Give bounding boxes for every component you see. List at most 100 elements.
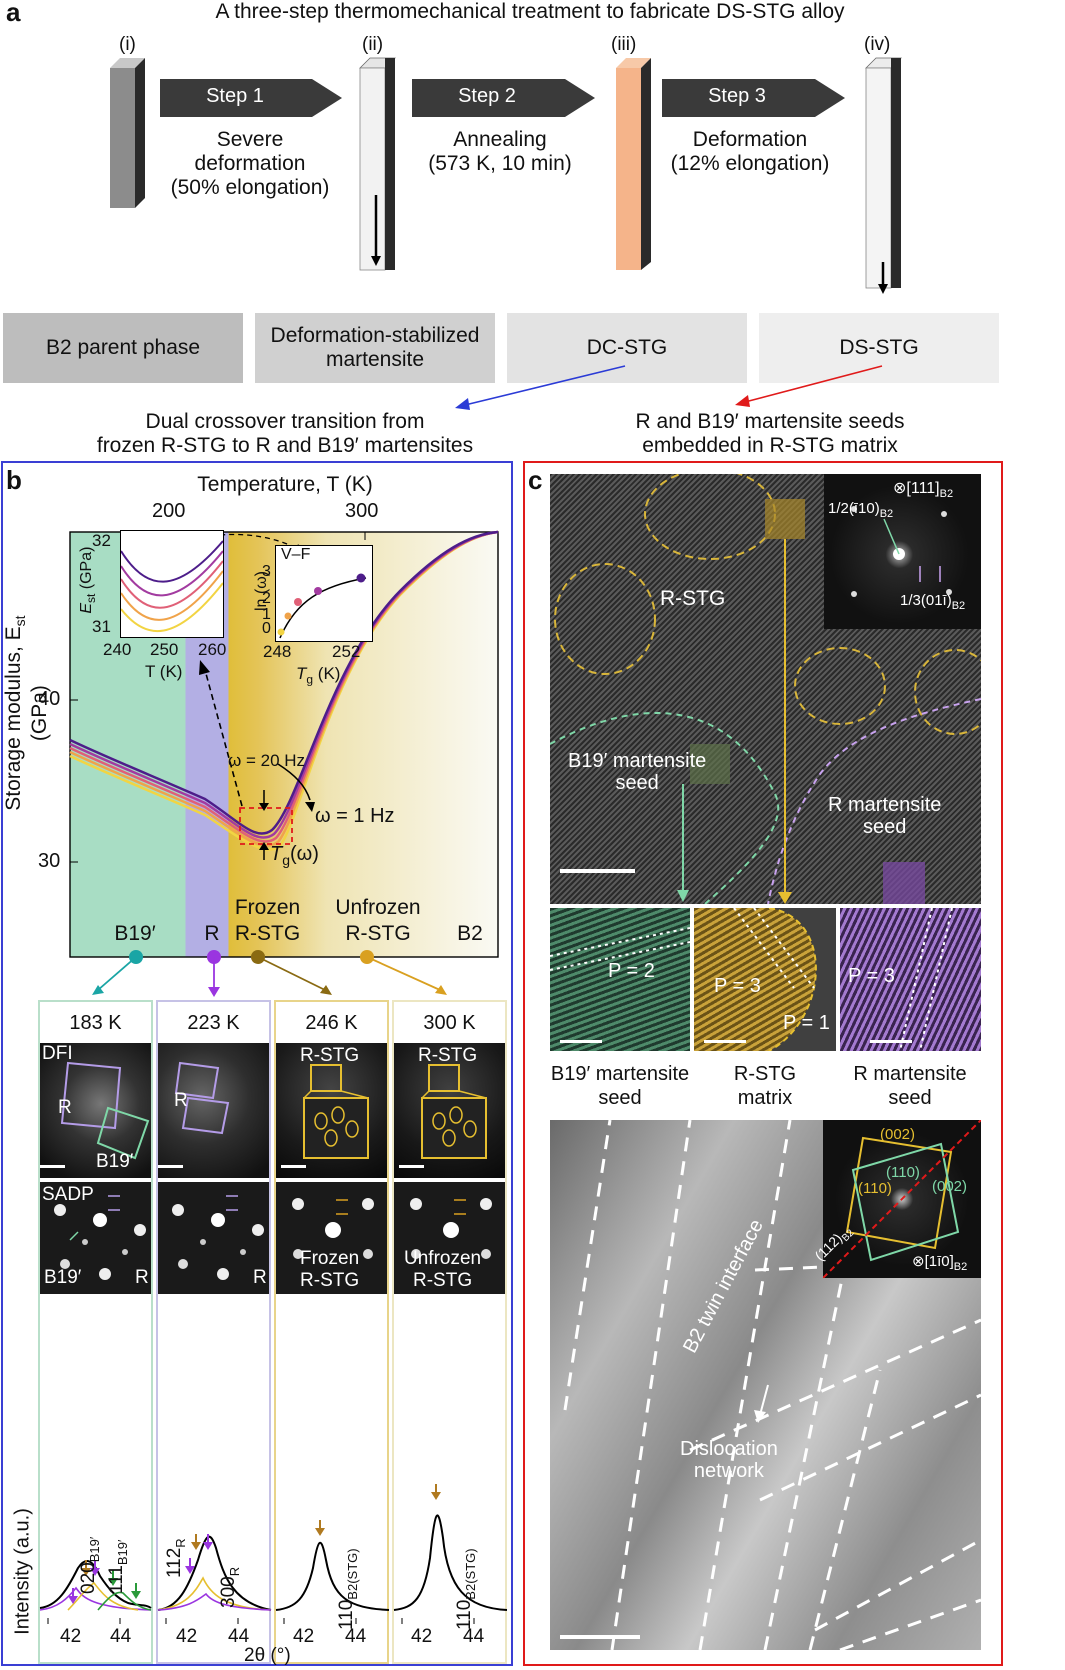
zoom-rstg-matrix xyxy=(694,908,836,1051)
xrd-peak-300: 300R xyxy=(218,1566,242,1608)
inset-1-xlabel: T (K) xyxy=(145,662,183,681)
fft2-zone-axis: ⊗[1ī0]B2 xyxy=(912,1253,968,1273)
temp-183: 183 K xyxy=(69,1012,122,1034)
phase-ds-stg: DS-STG xyxy=(759,313,999,383)
stage-i-label: (i) xyxy=(119,34,136,55)
xrd-xtick-42-b: 42 xyxy=(176,1626,198,1647)
col-223-frame xyxy=(156,1000,271,1664)
zoom-r-seed xyxy=(840,908,981,1051)
p-value-matrix: P = 1 xyxy=(783,1012,830,1034)
xrd-xtick-44-c: 44 xyxy=(345,1626,367,1647)
dfi-246-rstg-label: R-STG xyxy=(300,1045,360,1066)
xrd-peak-110-246: 110B2(STG) xyxy=(336,1548,360,1630)
xrd-300 xyxy=(393,1484,508,1611)
xrd-xtick-42-d: 42 xyxy=(411,1626,433,1647)
dfi-300-rstg-label: R-STG xyxy=(418,1045,478,1066)
xrd-peak-112: 112R xyxy=(164,1538,188,1578)
region-b19-label: B19′ xyxy=(114,922,156,945)
inset-2-xlabel: Tg (K) xyxy=(296,664,341,687)
inset-2-ytick-2: 2 xyxy=(262,590,271,607)
inset-2-points xyxy=(277,573,367,639)
y-axis-label: Storage modulus, Est (GPa) xyxy=(1,615,52,811)
panel-a-letter: a xyxy=(6,0,21,27)
inset-1-ytick-32: 32 xyxy=(92,531,111,550)
inset-1-ylabel: Est (GPa) xyxy=(77,546,99,614)
dfi-223-r-label: R xyxy=(174,1090,188,1111)
dfi-image-223 xyxy=(158,1043,269,1178)
xrd-ylabel: Intensity (a.u.) xyxy=(11,1508,34,1635)
sadp-223-r-label: R xyxy=(253,1267,267,1288)
temp-223: 223 K xyxy=(187,1012,240,1034)
dfi-image-300 xyxy=(394,1043,505,1178)
step-2-arrow xyxy=(412,79,595,117)
inset-2-ytick-0: 0 xyxy=(262,620,271,637)
xrd-183 xyxy=(39,1560,152,1611)
p-value-b19: P = 2 xyxy=(608,960,655,982)
top-axis-label: Temperature, T (K) xyxy=(197,473,373,496)
tg-label: Tg(ω) xyxy=(270,843,319,868)
hrtem-rstg-label: R-STG xyxy=(660,587,726,610)
fft2-002-a: (002) xyxy=(880,1126,916,1143)
step-3-arrow xyxy=(662,79,845,117)
step-1-label: Step 1 xyxy=(206,85,264,107)
caption-right: R and B19′ martensite seeds embedded in … xyxy=(635,410,905,457)
phase-b2-parent: B2 parent phase xyxy=(3,313,243,383)
fft2-002-b: (002) xyxy=(932,1178,968,1195)
region-r-label: R xyxy=(204,922,220,945)
step-3-description: Deformation (12% elongation) xyxy=(670,128,830,175)
y-tick-30: 30 xyxy=(38,850,61,872)
sadp-b19-label: B19′ xyxy=(44,1267,82,1288)
temperature-markers xyxy=(92,950,447,997)
temp-300: 300 K xyxy=(423,1012,476,1034)
connector-arrows xyxy=(455,365,883,410)
specimen-i xyxy=(110,58,145,208)
fft-inset-1 xyxy=(824,474,981,629)
omega-1-label: ω = 1 Hz xyxy=(315,805,395,827)
omega-20-label: ω = 20 Hz xyxy=(228,751,306,770)
inset-1-ytick-31: 31 xyxy=(92,617,111,636)
stage-iv-label: (iv) xyxy=(864,34,891,55)
xrd-246 xyxy=(275,1520,390,1611)
sadp-r-label: R xyxy=(135,1267,149,1288)
step-2-description: Annealing (573 K, 10 min) xyxy=(428,128,572,175)
inset-modulus-zoom xyxy=(120,530,224,638)
inset-1-xtick-240: 240 xyxy=(103,640,132,659)
xrd-xtick-44-b: 44 xyxy=(228,1626,250,1647)
dfi-r-label: R xyxy=(58,1097,72,1118)
step-1-arrow xyxy=(160,79,342,117)
step-1-description: Severe deformation (50% elongation) xyxy=(170,128,330,199)
specimen-iii xyxy=(616,58,651,270)
col-300-frame xyxy=(392,1000,507,1664)
caption-left: Dual crossover transition from frozen R-… xyxy=(96,410,474,457)
xrd-xtick-42-c: 42 xyxy=(293,1626,315,1647)
xrd-peak-111: 111B19′ xyxy=(106,1539,130,1594)
xrd-xtick-42-a: 42 xyxy=(60,1626,82,1647)
dfi-image-183 xyxy=(40,1043,151,1178)
p-value-r: P = 3 xyxy=(848,965,895,987)
sadp-image-246 xyxy=(276,1182,387,1294)
fft-spot-1: 1/2(ī10)B2 xyxy=(828,500,894,520)
fft2-110-a: (110) xyxy=(886,1164,920,1181)
panel-c-frame xyxy=(523,461,1003,1666)
region-b2-label: B2 xyxy=(457,922,483,945)
col-183-frame xyxy=(38,1000,153,1664)
top-tick-200: 200 xyxy=(152,500,186,522)
xrd-xtick-44-a: 44 xyxy=(110,1626,132,1647)
xrd-peak-110-300: 110B2(STG) xyxy=(454,1548,478,1630)
inset-2-ytick-3: 3 xyxy=(262,563,271,580)
inset-vf-plot xyxy=(275,545,373,642)
inset-1-curves xyxy=(120,540,224,632)
stage-iii-label: (iii) xyxy=(611,34,637,55)
xrd-xlabel: 2θ (°) xyxy=(244,1645,291,1666)
dfi-b19-label: B19′ xyxy=(96,1151,134,1172)
step-3-label: Step 3 xyxy=(708,85,766,107)
specimen-iv xyxy=(865,57,902,294)
sadp-image-300 xyxy=(394,1182,505,1294)
fft-spot-2: 1/3(01ī)B2 xyxy=(900,592,966,612)
